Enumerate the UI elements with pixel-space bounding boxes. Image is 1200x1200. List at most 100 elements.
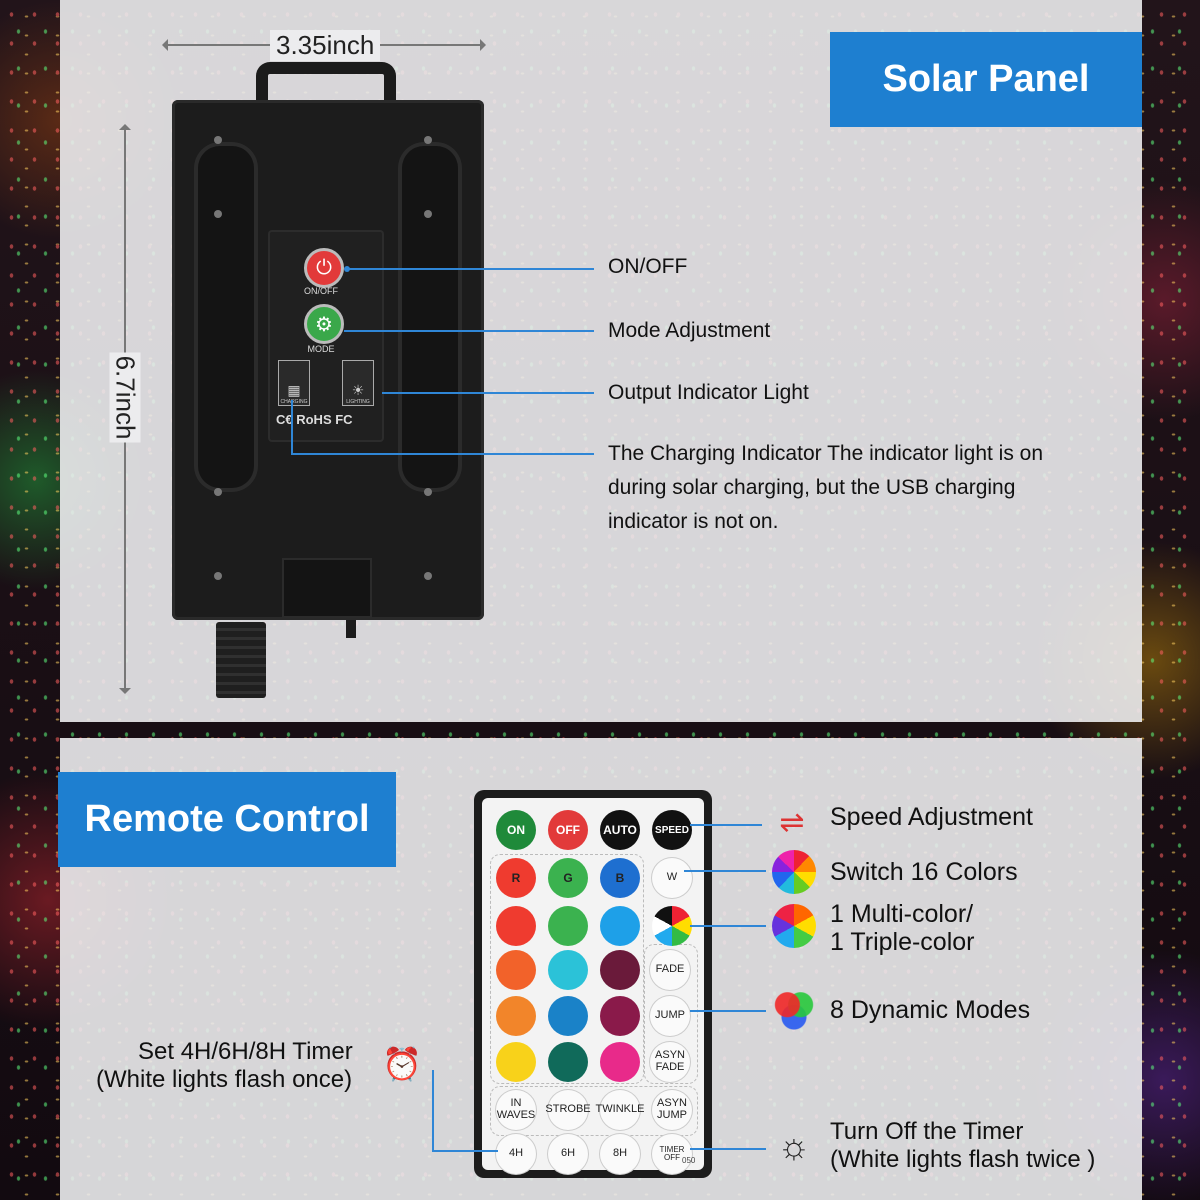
color-button[interactable] (600, 1042, 640, 1082)
remote-control: ON OFF AUTO SPEED R G B W FADE JUMP ASYN… (474, 790, 712, 1178)
leader-line-output (382, 392, 594, 394)
color-button[interactable] (548, 950, 588, 990)
callout-timer-line2: (White lights flash once) (96, 1066, 353, 1093)
callout-off-line2: (White lights flash twice ) (830, 1146, 1096, 1173)
color-button[interactable] (548, 996, 588, 1036)
leader-line-speed (690, 824, 762, 826)
color-button-group (490, 854, 644, 1084)
charging-indicator-label: CHARGING (280, 399, 308, 405)
color-button[interactable] (548, 1042, 588, 1082)
charging-indicator: ▦ CHARGING (278, 360, 310, 406)
remote-jump-button[interactable]: JUMP (650, 996, 690, 1036)
lighting-indicator-label: LIGHTING (346, 399, 370, 405)
color-button[interactable] (600, 996, 640, 1036)
callout-charging-line2: during solar charging, but the USB charg… (608, 476, 1016, 499)
remote-strobe-button[interactable]: STROBE (545, 1090, 591, 1130)
remote-auto-button[interactable]: AUTO (600, 810, 640, 850)
remote-4h-button[interactable]: 4H (496, 1134, 536, 1174)
screw (214, 136, 222, 144)
leader-line-multi (690, 925, 766, 927)
device-foot (282, 558, 372, 618)
callout-multi-line1: 1 Multi-color/ (830, 900, 974, 928)
callout-onoff: ON/OFF (608, 255, 688, 278)
leader-line-off (690, 1148, 766, 1150)
right-rail (398, 142, 462, 492)
speed-icon: ⇌ (779, 805, 805, 839)
color-wheel-icon (772, 850, 816, 894)
callout-charging-line3: indicator is not on. (608, 510, 779, 533)
leader-line-dynamic (690, 1010, 766, 1012)
color-button[interactable] (600, 906, 640, 946)
remote-fade-button[interactable]: FADE (650, 950, 690, 990)
callout-mode: Mode Adjustment (608, 319, 771, 342)
screw (214, 572, 222, 580)
remote-r-button[interactable]: R (496, 858, 536, 898)
power-icon: ⏻ (316, 256, 332, 279)
color-button[interactable] (496, 906, 536, 946)
callout-speed: Speed Adjustment (830, 803, 1033, 831)
callout-timer-line1: Set 4H/6H/8H Timer (138, 1038, 353, 1065)
screw (424, 210, 432, 218)
device-handle (256, 62, 396, 106)
power-button[interactable]: ⏻ (304, 248, 344, 288)
leader-line-switch (684, 870, 766, 872)
remote-8h-button[interactable]: 8H (600, 1134, 640, 1174)
leader-line-timer-vertical (432, 1070, 434, 1152)
color-button[interactable] (496, 950, 536, 990)
callout-dynamic: 8 Dynamic Modes (830, 996, 1031, 1024)
multi-color-button[interactable] (652, 906, 692, 946)
remote-6h-button[interactable]: 6H (548, 1134, 588, 1174)
remote-twinkle-button[interactable]: TWINKLE (596, 1090, 644, 1130)
width-dimension-label: 3.35inch (270, 30, 381, 61)
callout-off-line1: Turn Off the Timer (830, 1118, 1024, 1145)
remote-control-title: Remote Control (58, 772, 396, 867)
rgb-circles-icon (772, 988, 816, 1032)
remote-speed-button[interactable]: SPEED (652, 810, 692, 850)
leader-line-charging-vertical (291, 400, 293, 454)
screw (424, 572, 432, 580)
remote-in-waves-button[interactable]: IN WAVES (496, 1090, 536, 1130)
alarm-clock-icon: ⏰ (382, 1046, 422, 1082)
color-button[interactable] (496, 1042, 536, 1082)
remote-on-button[interactable]: ON (496, 810, 536, 850)
solar-panel-title: Solar Panel (830, 32, 1142, 127)
color-button[interactable] (548, 906, 588, 946)
leader-line-charging (291, 453, 594, 455)
sun-timer-icon: ☼ (777, 1125, 811, 1166)
color-button[interactable] (600, 950, 640, 990)
remote-b-button[interactable]: B (600, 858, 640, 898)
leader-dot (344, 266, 350, 272)
remote-face: ON OFF AUTO SPEED R G B W FADE JUMP ASYN… (482, 798, 704, 1174)
left-rail (194, 142, 258, 492)
cable-stub (346, 620, 356, 638)
screw (424, 488, 432, 496)
remote-asyn-jump-button[interactable]: ASYN JUMP (652, 1090, 692, 1130)
remote-w-button[interactable]: W (652, 858, 692, 898)
remote-g-button[interactable]: G (548, 858, 588, 898)
solar-panel-icon: ▦ (287, 382, 301, 398)
screw (214, 210, 222, 218)
remote-serial: 050 (682, 1156, 696, 1165)
callout-multi-line2: 1 Triple-color (830, 928, 975, 956)
leader-line-mode (344, 330, 594, 332)
height-dimension-label: 6.7inch (109, 352, 141, 443)
leader-line-timer (432, 1150, 498, 1152)
lighting-indicator: ☀ LIGHTING (342, 360, 374, 406)
power-button-label: ON/OFF (304, 286, 338, 296)
certification-marks: C€ RoHS FC (276, 412, 353, 427)
mode-button-label: MODE (307, 344, 335, 354)
solar-controller-box: ⏻ ON/OFF ⚙ MODE ▦ CHARGING ☀ LIGHTING C€… (172, 100, 484, 620)
mode-button[interactable]: ⚙ (304, 304, 344, 344)
remote-asyn-fade-button[interactable]: ASYN FADE (650, 1042, 690, 1082)
callout-charging-line1: The Charging Indicator The indicator lig… (608, 442, 1044, 465)
remote-off-button[interactable]: OFF (548, 810, 588, 850)
remote-timer-off-button[interactable]: TIMER OFF (652, 1134, 692, 1174)
effect-button-group (490, 1086, 698, 1136)
bulb-icon: ☀ (351, 382, 365, 398)
gear-icon: ⚙ (315, 313, 333, 336)
callout-output: Output Indicator Light (608, 381, 809, 404)
screw (424, 136, 432, 144)
multi-color-icon (772, 904, 816, 948)
screw (214, 488, 222, 496)
color-button[interactable] (496, 996, 536, 1036)
